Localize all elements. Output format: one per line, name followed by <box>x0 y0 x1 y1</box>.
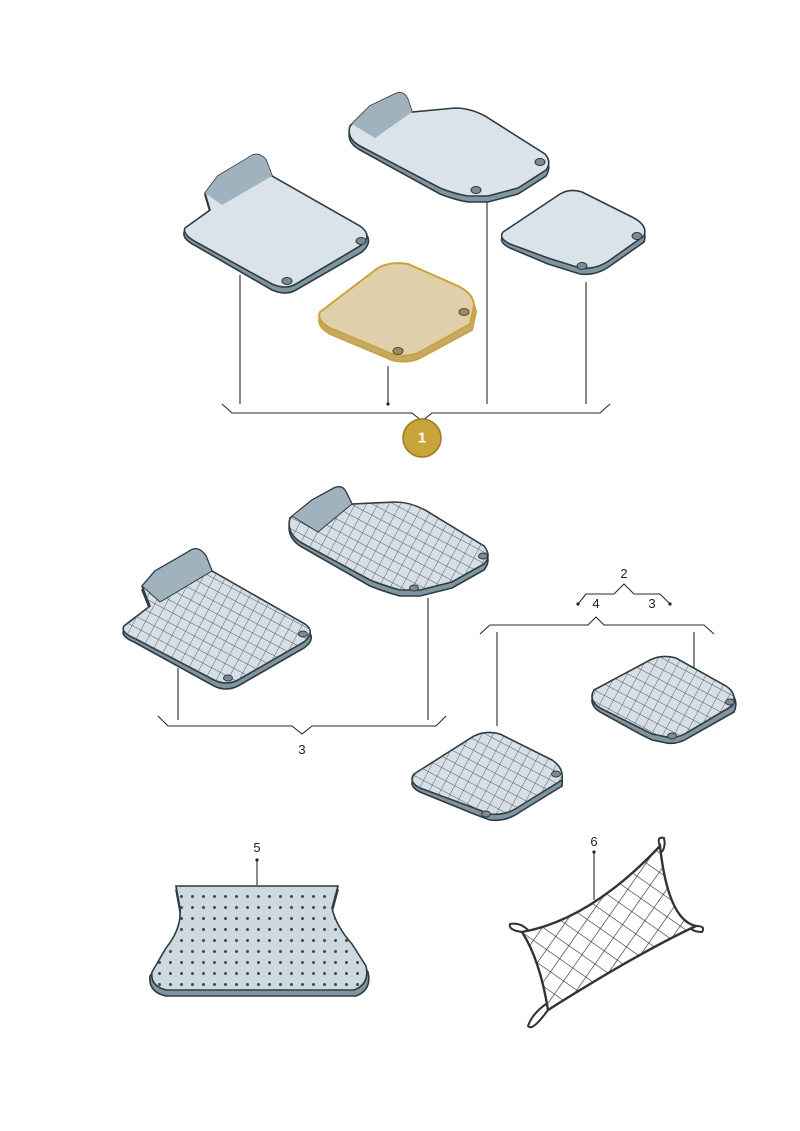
callout-1: 1 <box>418 430 426 447</box>
rubber-rear-right-mat[interactable] <box>591 655 737 745</box>
rubber-rear-left-mat[interactable] <box>411 731 564 822</box>
front-left-mat[interactable] <box>183 153 370 294</box>
front-right-mat[interactable] <box>348 92 550 203</box>
leader-lines-set-3 <box>157 598 447 735</box>
cargo-net[interactable] <box>508 836 705 1029</box>
rubber-front-right-mat[interactable] <box>288 485 489 597</box>
trunk-liner[interactable] <box>149 858 370 997</box>
rubber-front-left-mat[interactable] <box>122 548 313 690</box>
callout-3-rear-set: 3 <box>648 596 655 611</box>
callout-6: 6 <box>590 834 597 849</box>
rear-right-mat[interactable] <box>500 189 646 276</box>
callout-badge-1[interactable]: 1 <box>402 418 442 458</box>
callout-2: 2 <box>620 566 627 581</box>
callout-3-front-set: 3 <box>298 742 305 757</box>
leader-lines-set-2 <box>479 583 715 726</box>
callout-4: 4 <box>592 596 599 611</box>
highlighted-rear-mat[interactable] <box>318 262 478 363</box>
callout-5: 5 <box>253 840 260 855</box>
